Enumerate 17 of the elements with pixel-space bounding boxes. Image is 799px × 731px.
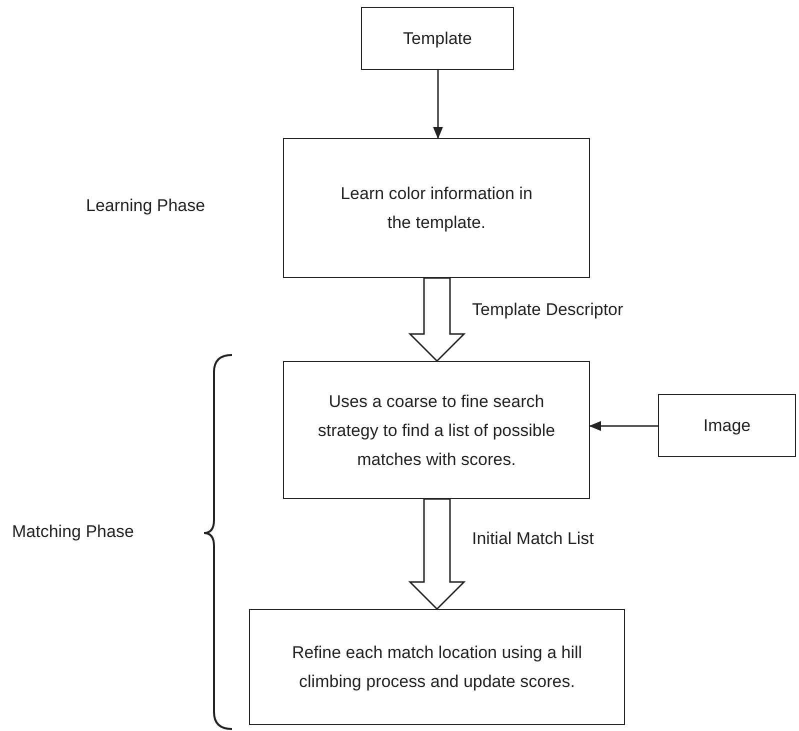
- process-box: [283, 361, 590, 499]
- edge-label: Template Descriptor: [470, 300, 626, 320]
- process-box: [249, 609, 625, 725]
- process-box: [283, 138, 590, 278]
- box-text: Template: [402, 28, 473, 50]
- block-arrow: [408, 277, 466, 362]
- box-text: Image: [702, 415, 752, 437]
- box-text: Refine each match location using a hill climbing process and update scores.: [290, 642, 584, 693]
- phase-label: Learning Phase: [86, 196, 206, 216]
- process-box: [658, 394, 796, 457]
- box-text: Uses a coarse to fine search strategy to find a list of possible matches with scores.: [316, 390, 556, 470]
- block-arrow: [408, 498, 466, 610]
- arrow: [433, 70, 443, 139]
- phase-label: Matching Phase: [12, 522, 134, 542]
- box-text: Learn color information in the template.: [340, 183, 534, 234]
- arrow: [589, 421, 658, 431]
- process-box: [361, 7, 514, 70]
